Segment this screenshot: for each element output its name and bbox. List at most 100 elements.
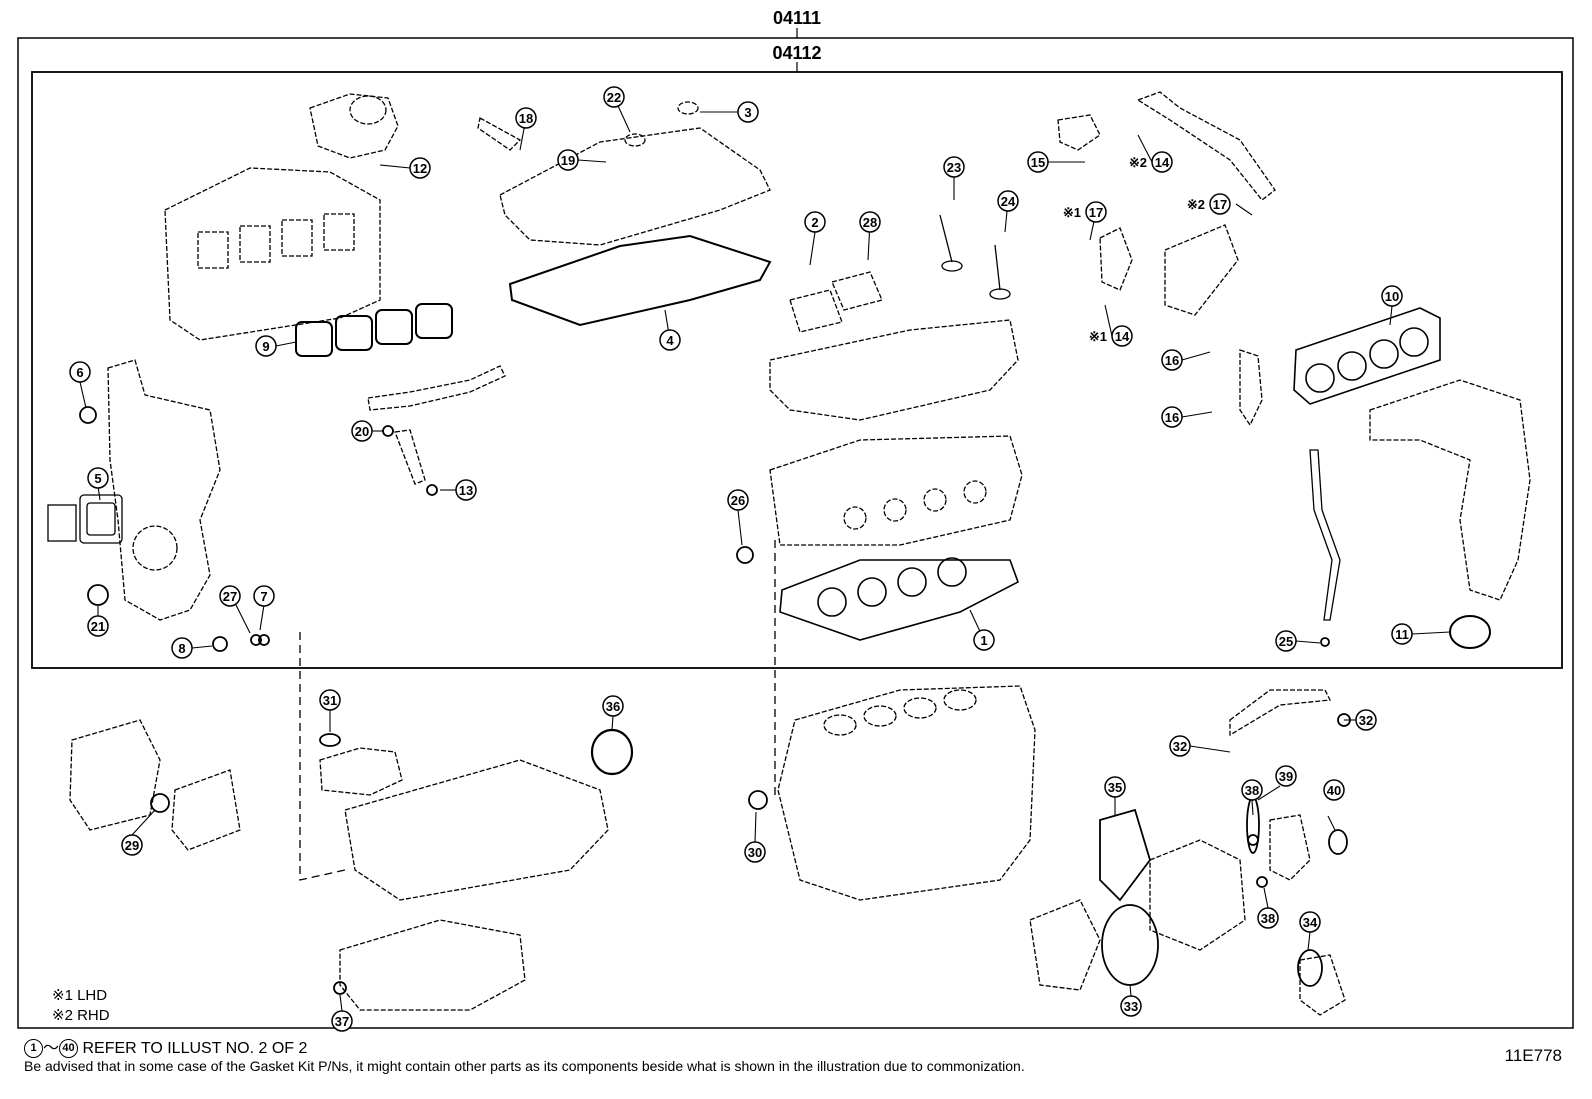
svg-text:18: 18 (519, 111, 533, 126)
dipstick-guide-drawing (1309, 449, 1341, 621)
callout-30: 30 (744, 841, 766, 863)
callout-29: 29 (121, 834, 143, 856)
svg-text:7: 7 (260, 589, 267, 604)
legend-lhd: ※1 LHD (52, 987, 107, 1004)
svg-text:20: 20 (355, 424, 369, 439)
water-outlet-drawing (1057, 91, 1276, 427)
callout-32b: 32 (1169, 735, 1191, 757)
callout-28: 28 (859, 211, 881, 233)
svg-text:38: 38 (1245, 783, 1259, 798)
gasket-kit-exploded-diagram: 04111 04112 (17, 8, 1574, 1032)
leader-lines (79, 96, 1451, 1012)
callout-8: 8 (171, 637, 193, 659)
callout-21: 21 (87, 615, 109, 637)
callout-36: 36 (602, 695, 624, 717)
callout-33: 33 (1120, 995, 1142, 1017)
region-prefixes: ※2 ※1 ※1 ※2 (1063, 155, 1205, 344)
svg-text:13: 13 (459, 483, 473, 498)
svg-text:36: 36 (606, 699, 620, 714)
svg-text:34: 34 (1303, 915, 1318, 930)
range-separator: ～ (43, 1040, 60, 1057)
callout-31: 31 (319, 689, 341, 711)
figure-code: 11E778 (1504, 1046, 1562, 1065)
svg-text:32: 32 (1173, 739, 1187, 754)
legend-rhd: ※2 RHD (52, 1007, 110, 1024)
oil-pan-lower-drawing (339, 919, 526, 1011)
callout-15: 15 (1027, 151, 1049, 173)
oil-strainer-drawing (319, 747, 403, 796)
svg-text:23: 23 (947, 160, 961, 175)
cam-housing-drawing (769, 319, 1019, 421)
head-gasket-drawing (779, 557, 1019, 641)
svg-text:17: 17 (1089, 205, 1103, 220)
intake-manifold-drawing (164, 167, 381, 341)
kit-04111-frame (17, 37, 1574, 1029)
callout-16a: 16 (1161, 349, 1183, 371)
svg-text:30: 30 (748, 845, 762, 860)
head-cover-drawing (477, 101, 771, 246)
callout-2: 2 (804, 211, 826, 233)
callout-14-lhd: 14 (1111, 325, 1133, 347)
callout-26: 26 (727, 489, 749, 511)
exhaust-manifold-drawing (1369, 379, 1531, 601)
callout-38a: 38 (1241, 779, 1263, 801)
svg-text:10: 10 (1385, 289, 1399, 304)
svg-text:9: 9 (262, 339, 269, 354)
svg-text:29: 29 (125, 838, 139, 853)
callout-17-lhd: 17 (1085, 201, 1107, 223)
kit-04112-frame (31, 71, 1563, 669)
svg-text:1: 1 (980, 633, 987, 648)
range-start-ring: 1 (24, 1039, 43, 1059)
kit-frames (17, 28, 1574, 1029)
svg-text:22: 22 (607, 90, 621, 105)
range-end-ring: 40 (59, 1039, 79, 1059)
callout-19: 19 (557, 149, 579, 171)
bearing-cap-drawing (789, 271, 883, 333)
footer-refer-note: 1～40 REFER TO ILLUST NO. 2 OF 2 (24, 1034, 308, 1059)
svg-text:3: 3 (744, 105, 751, 120)
svg-text:19: 19 (561, 153, 575, 168)
small-ring-drawings (79, 406, 1351, 995)
svg-text:6: 6 (76, 365, 83, 380)
svg-text:4: 4 (666, 333, 674, 348)
svg-text:15: 15 (1031, 155, 1045, 170)
callout-12: 12 (409, 157, 431, 179)
plate-gasket-drawing (47, 494, 123, 544)
svg-text:14: 14 (1155, 155, 1170, 170)
oil-pan-upper-drawing (344, 759, 609, 901)
svg-text:2: 2 (811, 215, 818, 230)
callout-3: 3 (737, 101, 759, 123)
timing-cover-drawing (107, 359, 221, 621)
throttle-body-drawing (309, 93, 399, 159)
svg-text:16: 16 (1165, 410, 1179, 425)
svg-text:※2: ※2 (1187, 197, 1205, 212)
valve-drawing (939, 214, 1011, 300)
callout-39: 39 (1275, 765, 1297, 787)
callout-25: 25 (1275, 630, 1297, 652)
svg-text:24: 24 (1001, 194, 1016, 209)
svg-text:33: 33 (1124, 999, 1138, 1014)
svg-text:※1: ※1 (1063, 205, 1081, 220)
callout-4: 4 (659, 329, 681, 351)
callout-17-rhd: 17 (1209, 193, 1231, 215)
callout-27: 27 (219, 585, 241, 607)
callout-38b: 38 (1257, 907, 1279, 929)
callout-18: 18 (515, 107, 537, 129)
refer-text: REFER TO ILLUST NO. 2 OF 2 (82, 1040, 308, 1057)
callout-22: 22 (603, 86, 625, 108)
rear-oil-seal-drawing (590, 728, 634, 776)
kit-connector-lines (299, 540, 776, 881)
svg-text:16: 16 (1165, 353, 1179, 368)
footer-disclaimer: Be advised that in some case of the Gask… (24, 1058, 1025, 1074)
water-pump-drawing (1029, 689, 1346, 1016)
svg-text:8: 8 (178, 641, 185, 656)
callout-14-rhd: 14 (1151, 151, 1173, 173)
head-cover-gasket-drawing (508, 234, 772, 327)
cylinder-block-drawing (777, 685, 1036, 901)
callout-6: 6 (69, 361, 91, 383)
callout-35: 35 (1104, 776, 1126, 798)
callouts: 1 2 3 4 5 6 7 8 9 10 11 12 13 14 14 15 1… (69, 86, 1413, 1032)
exhaust-gasket-drawing (1293, 307, 1441, 405)
svg-text:11: 11 (1395, 627, 1409, 642)
svg-text:35: 35 (1108, 780, 1122, 795)
